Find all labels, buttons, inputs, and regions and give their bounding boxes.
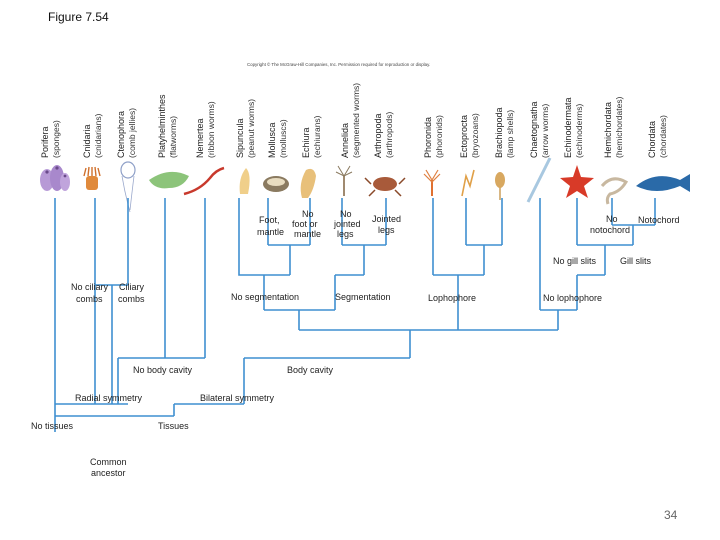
flatworm-icon xyxy=(149,171,189,189)
phylum-label-echiura: Echiura xyxy=(301,127,311,158)
label-foot-mantle: Foot,mantle xyxy=(257,215,284,237)
phylum-label-nemertea: Nemertea xyxy=(195,118,205,158)
phylum-common-platyhelminthes: (flatworms) xyxy=(168,116,178,158)
phylum-label-ctenophora: Ctenophora xyxy=(116,111,126,158)
label-radial-symmetry: Radial symmetry xyxy=(75,393,143,403)
phylum-label-chaetognatha: Chaetognatha xyxy=(529,101,539,158)
phylum-label-sipuncula: Sipuncula xyxy=(235,118,245,158)
sea-anemone-icon xyxy=(83,166,101,190)
figure-title: Figure 7.54 xyxy=(48,10,109,24)
copyright-notice: Copyright © The McGraw-Hill Companies, I… xyxy=(247,62,431,67)
phylum-label-platyhelminthes: Platyhelminthes xyxy=(157,94,167,158)
phylum-label-echinodermata: Echinodermata xyxy=(563,97,573,158)
label-tissues: Tissues xyxy=(158,421,189,431)
phylum-common-ectoprocta: (bryozoans) xyxy=(470,113,480,158)
phylum-common-phoronida: (phoronids) xyxy=(434,115,444,158)
phylum-common-echiura: (echiurans) xyxy=(312,115,322,158)
phylum-common-echinodermata: (echinoderms) xyxy=(574,104,584,158)
label-bilateral-symmetry: Bilateral symmetry xyxy=(200,393,275,403)
phylum-common-hemichordata: (hemichordates) xyxy=(614,96,624,158)
mollusc-icon xyxy=(263,176,289,192)
phylum-common-nemertea: (ribbon worms) xyxy=(206,101,216,158)
phylum-label-ectoprocta: Ectoprocta xyxy=(459,115,469,158)
label-lophophore: Lophophore xyxy=(428,293,476,303)
crab-icon xyxy=(364,177,406,197)
label-gill-slits: Gill slits xyxy=(620,256,651,266)
lamp-shell-icon xyxy=(495,172,505,200)
label-no-segmentation: No segmentation xyxy=(231,292,299,302)
organism-illustrations xyxy=(40,157,690,213)
ribbon-worm-icon xyxy=(183,166,225,196)
label-no-lophophore: No lophophore xyxy=(543,293,602,303)
phylum-label-arthropoda: Arthropoda xyxy=(373,113,383,158)
arrow-worm-icon xyxy=(526,157,552,203)
phylum-common-sipuncula: (peanut worms) xyxy=(246,99,256,158)
phyla-labels: Porifera (sponges) Cnidaria (cnidarians)… xyxy=(40,83,668,158)
phylum-label-annelida: Annelida xyxy=(340,123,350,158)
phylum-common-porifera: (sponges) xyxy=(51,120,61,158)
phylum-common-chordata: (chordates) xyxy=(658,115,668,158)
echiuran-icon xyxy=(300,168,316,198)
label-no-gill-slits: No gill slits xyxy=(553,256,597,266)
page-number: 34 xyxy=(664,508,678,522)
label-segmentation: Segmentation xyxy=(335,292,391,302)
acorn-worm-icon xyxy=(600,177,629,205)
phylum-common-cnidaria: (cnidarians) xyxy=(93,113,103,158)
sea-star-icon xyxy=(560,165,594,198)
sponge-icon xyxy=(40,165,70,191)
phylum-label-cnidaria: Cnidaria xyxy=(82,124,92,158)
phylum-common-chaetognatha: (arrow worms) xyxy=(540,104,550,158)
phylum-common-ctenophora: (comb jellies) xyxy=(127,108,137,158)
peanut-worm-icon xyxy=(239,168,250,194)
segmented-worm-icon xyxy=(335,165,353,196)
phylum-common-mollusca: (molluscs) xyxy=(278,119,288,158)
label-no-body-cavity: No body cavity xyxy=(133,365,193,375)
phylum-label-porifera: Porifera xyxy=(40,126,50,158)
phylum-label-brachiopoda: Brachiopoda xyxy=(494,107,504,158)
phylum-label-phoronida: Phoronida xyxy=(423,117,433,158)
bryozoan-icon xyxy=(461,169,475,197)
phylum-common-arthropoda: (arthropods) xyxy=(384,112,394,158)
phoronid-icon xyxy=(423,169,441,196)
comb-jelly-icon xyxy=(120,161,136,213)
label-no-tissues: No tissues xyxy=(31,421,74,431)
phylum-label-mollusca: Mollusca xyxy=(267,122,277,158)
phylum-label-chordata: Chordata xyxy=(647,121,657,158)
phylum-common-annelida: (segmented worms) xyxy=(351,83,361,158)
fish-icon xyxy=(636,174,690,192)
label-notochord: Notochord xyxy=(638,215,680,225)
phylum-label-hemichordata: Hemichordata xyxy=(603,102,613,158)
label-body-cavity: Body cavity xyxy=(287,365,334,375)
phylum-common-brachiopoda: (lamp shells) xyxy=(505,110,515,158)
tree-branches xyxy=(54,198,656,432)
